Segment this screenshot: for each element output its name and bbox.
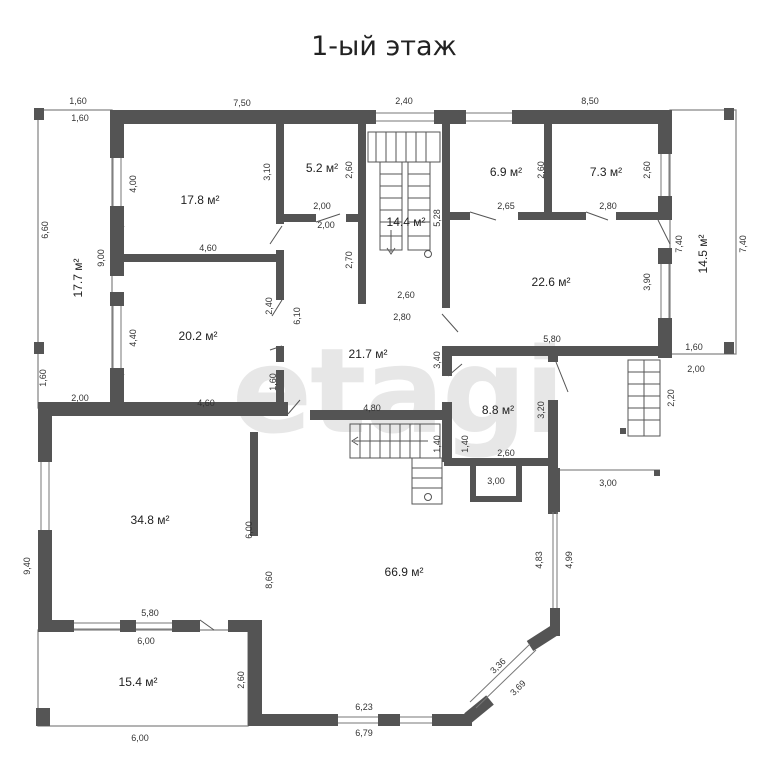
dimension-label: 7,40 — [674, 235, 684, 253]
dimension-label: 5,80 — [141, 608, 159, 618]
dimension-label: 2,80 — [393, 312, 411, 322]
dimension-label: 2,80 — [599, 201, 617, 211]
dimension-label: 2,60 — [497, 448, 515, 458]
dimension-label: 4,60 — [197, 398, 215, 408]
dimension-label: 6,00 — [244, 521, 254, 539]
room-area-label: 15.4 м² — [119, 675, 158, 689]
dimension-label: 3,10 — [262, 163, 272, 181]
dimension-label: 8,50 — [581, 96, 599, 106]
main-stairs — [367, 131, 441, 258]
dimension-label: 6,00 — [137, 636, 155, 646]
dimension-label: 1,40 — [432, 435, 442, 453]
windows — [40, 112, 670, 724]
dimension-label: 4,80 — [363, 403, 381, 413]
plan-title: 1-ый этаж — [311, 31, 457, 62]
dimension-label: 2,60 — [536, 161, 546, 179]
dimension-label: 2,00 — [71, 393, 89, 403]
posts — [34, 108, 734, 726]
dimension-label: 9,40 — [22, 557, 32, 575]
dimension-label: 2,00 — [317, 220, 335, 230]
dimension-label: 7,40 — [738, 235, 748, 253]
dimension-label: 6,60 — [40, 221, 50, 239]
dimension-label: 5,28 — [432, 209, 442, 227]
dimension-label: 3,90 — [642, 273, 652, 291]
dimension-label: 6,79 — [355, 728, 373, 738]
room-area-label: 14.4 м² — [387, 215, 426, 229]
dimension-label: 3,20 — [536, 401, 546, 419]
watermark: etagi — [232, 322, 563, 460]
dimension-label: 4,99 — [564, 551, 574, 569]
dimension-label: 2,40 — [264, 297, 274, 315]
room-area-label: 17.8 м² — [181, 193, 220, 207]
dimension-label: 5,80 — [543, 334, 561, 344]
dimension-label: 1,60 — [71, 113, 89, 123]
dimension-label: 3,00 — [487, 476, 505, 486]
dimension-label: 1,60 — [268, 373, 278, 391]
dimension-label: 3,69 — [508, 678, 528, 697]
room-area-label: 5.2 м² — [306, 161, 338, 175]
dimension-label: 1,40 — [460, 435, 470, 453]
dimension-label: 2,60 — [344, 161, 354, 179]
dimension-label: 8,60 — [264, 571, 274, 589]
dimension-label: 4,83 — [534, 551, 544, 569]
terrace-east — [669, 109, 737, 355]
lower-stairs — [349, 423, 443, 505]
dimension-label: 2,00 — [313, 201, 331, 211]
dimension-label: 1,60 — [69, 96, 87, 106]
dimension-label: 3,36 — [488, 656, 508, 675]
dimension-label: 2,40 — [395, 96, 413, 106]
room-area-label: 22.6 м² — [532, 275, 571, 289]
dimension-label: 4,40 — [128, 329, 138, 347]
room-area-label: 14.5 м² — [696, 235, 710, 274]
dimension-label: 2,60 — [236, 671, 246, 689]
dimension-label: 2,70 — [344, 251, 354, 269]
room-area-label: 20.2 м² — [179, 329, 218, 343]
dimension-label: 6,00 — [131, 733, 149, 743]
room-area-label: 34.8 м² — [131, 513, 170, 527]
dimension-label: 3,40 — [432, 351, 442, 369]
dimension-label: 2,60 — [642, 161, 652, 179]
dimension-label: 9,00 — [96, 249, 106, 267]
room-area-label: 17.7 м² — [71, 259, 85, 298]
dimension-label: 2,60 — [397, 290, 415, 300]
room-labels: 17.8 м² 5.2 м² 14.4 м² 6.9 м² 7.3 м² 17.… — [71, 161, 710, 689]
dimension-label: 6,23 — [355, 702, 373, 712]
room-area-label: 8.8 м² — [482, 403, 514, 417]
dimension-label: 6,10 — [292, 307, 302, 325]
doors — [115, 211, 671, 631]
room-area-label: 21.7 м² — [349, 347, 388, 361]
room-area-label: 6.9 м² — [490, 165, 522, 179]
dimension-label: 7,50 — [233, 98, 251, 108]
room-area-label: 66.9 м² — [385, 565, 424, 579]
dimension-label: 1,60 — [38, 369, 48, 387]
dimension-label: 2,20 — [666, 389, 676, 407]
room-area-label: 7.3 м² — [590, 165, 622, 179]
porch-stairs — [627, 359, 661, 437]
dimension-label: 3,00 — [599, 478, 617, 488]
dimension-label: 1,60 — [685, 342, 703, 352]
dimension-label: 2,65 — [497, 201, 515, 211]
dimension-label: 2,00 — [687, 364, 705, 374]
dimension-label: 4,00 — [128, 175, 138, 193]
walls — [38, 110, 672, 726]
bay-walls — [464, 624, 559, 723]
bay-window — [469, 643, 537, 709]
dimension-label: 4,60 — [199, 243, 217, 253]
